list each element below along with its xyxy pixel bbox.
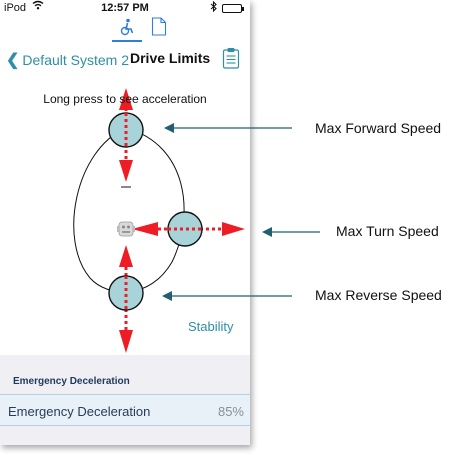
max-forward-speed-callout: Max Forward Speed	[315, 120, 442, 136]
phone-screen: iPod 12:57 PM ❮ De	[0, 0, 250, 445]
navigation-bar: ❮ Default System 2 Drive Limits	[0, 45, 250, 73]
stability-link[interactable]: Stability	[188, 319, 234, 334]
carrier-label: iPod	[4, 2, 27, 14]
chevron-left-icon: ❮	[6, 52, 20, 69]
tab-wheelchair[interactable]	[112, 18, 142, 42]
emergency-deceleration-row[interactable]: Emergency Deceleration 85%	[0, 394, 250, 426]
forward-callout-pointer	[164, 123, 292, 133]
battery-icon	[222, 4, 244, 13]
clipboard-button[interactable]	[222, 47, 240, 69]
top-tab-bar	[0, 17, 250, 42]
row-value: 85%	[217, 404, 244, 419]
max-turn-speed-callout: Max Turn Speed	[336, 223, 439, 239]
robot-icon	[117, 221, 135, 237]
tab-document[interactable]	[146, 17, 172, 41]
turn-callout-pointer	[262, 227, 320, 237]
turn-arrow	[132, 222, 245, 236]
document-icon	[151, 17, 167, 41]
long-press-hint: Long press to see acceleration	[43, 92, 207, 106]
reverse-callout-pointer	[162, 291, 292, 301]
back-button[interactable]: ❮ Default System 2	[6, 50, 129, 70]
page-title: Drive Limits	[130, 50, 211, 66]
emergency-deceleration-section: Emergency Deceleration Emergency Deceler…	[0, 355, 250, 445]
wifi-icon	[32, 0, 44, 13]
wheelchair-icon	[118, 18, 136, 41]
back-label: Default System 2	[22, 52, 130, 68]
clock: 12:57 PM	[101, 2, 149, 14]
status-bar: iPod 12:57 PM	[0, 0, 250, 16]
bluetooth-icon	[210, 0, 217, 15]
clipboard-icon	[222, 48, 240, 73]
drive-limits-diagram	[73, 88, 245, 353]
row-label: Emergency Deceleration	[8, 404, 151, 419]
section-header: Emergency Deceleration	[13, 376, 130, 387]
max-reverse-speed-callout: Max Reverse Speed	[315, 287, 442, 303]
